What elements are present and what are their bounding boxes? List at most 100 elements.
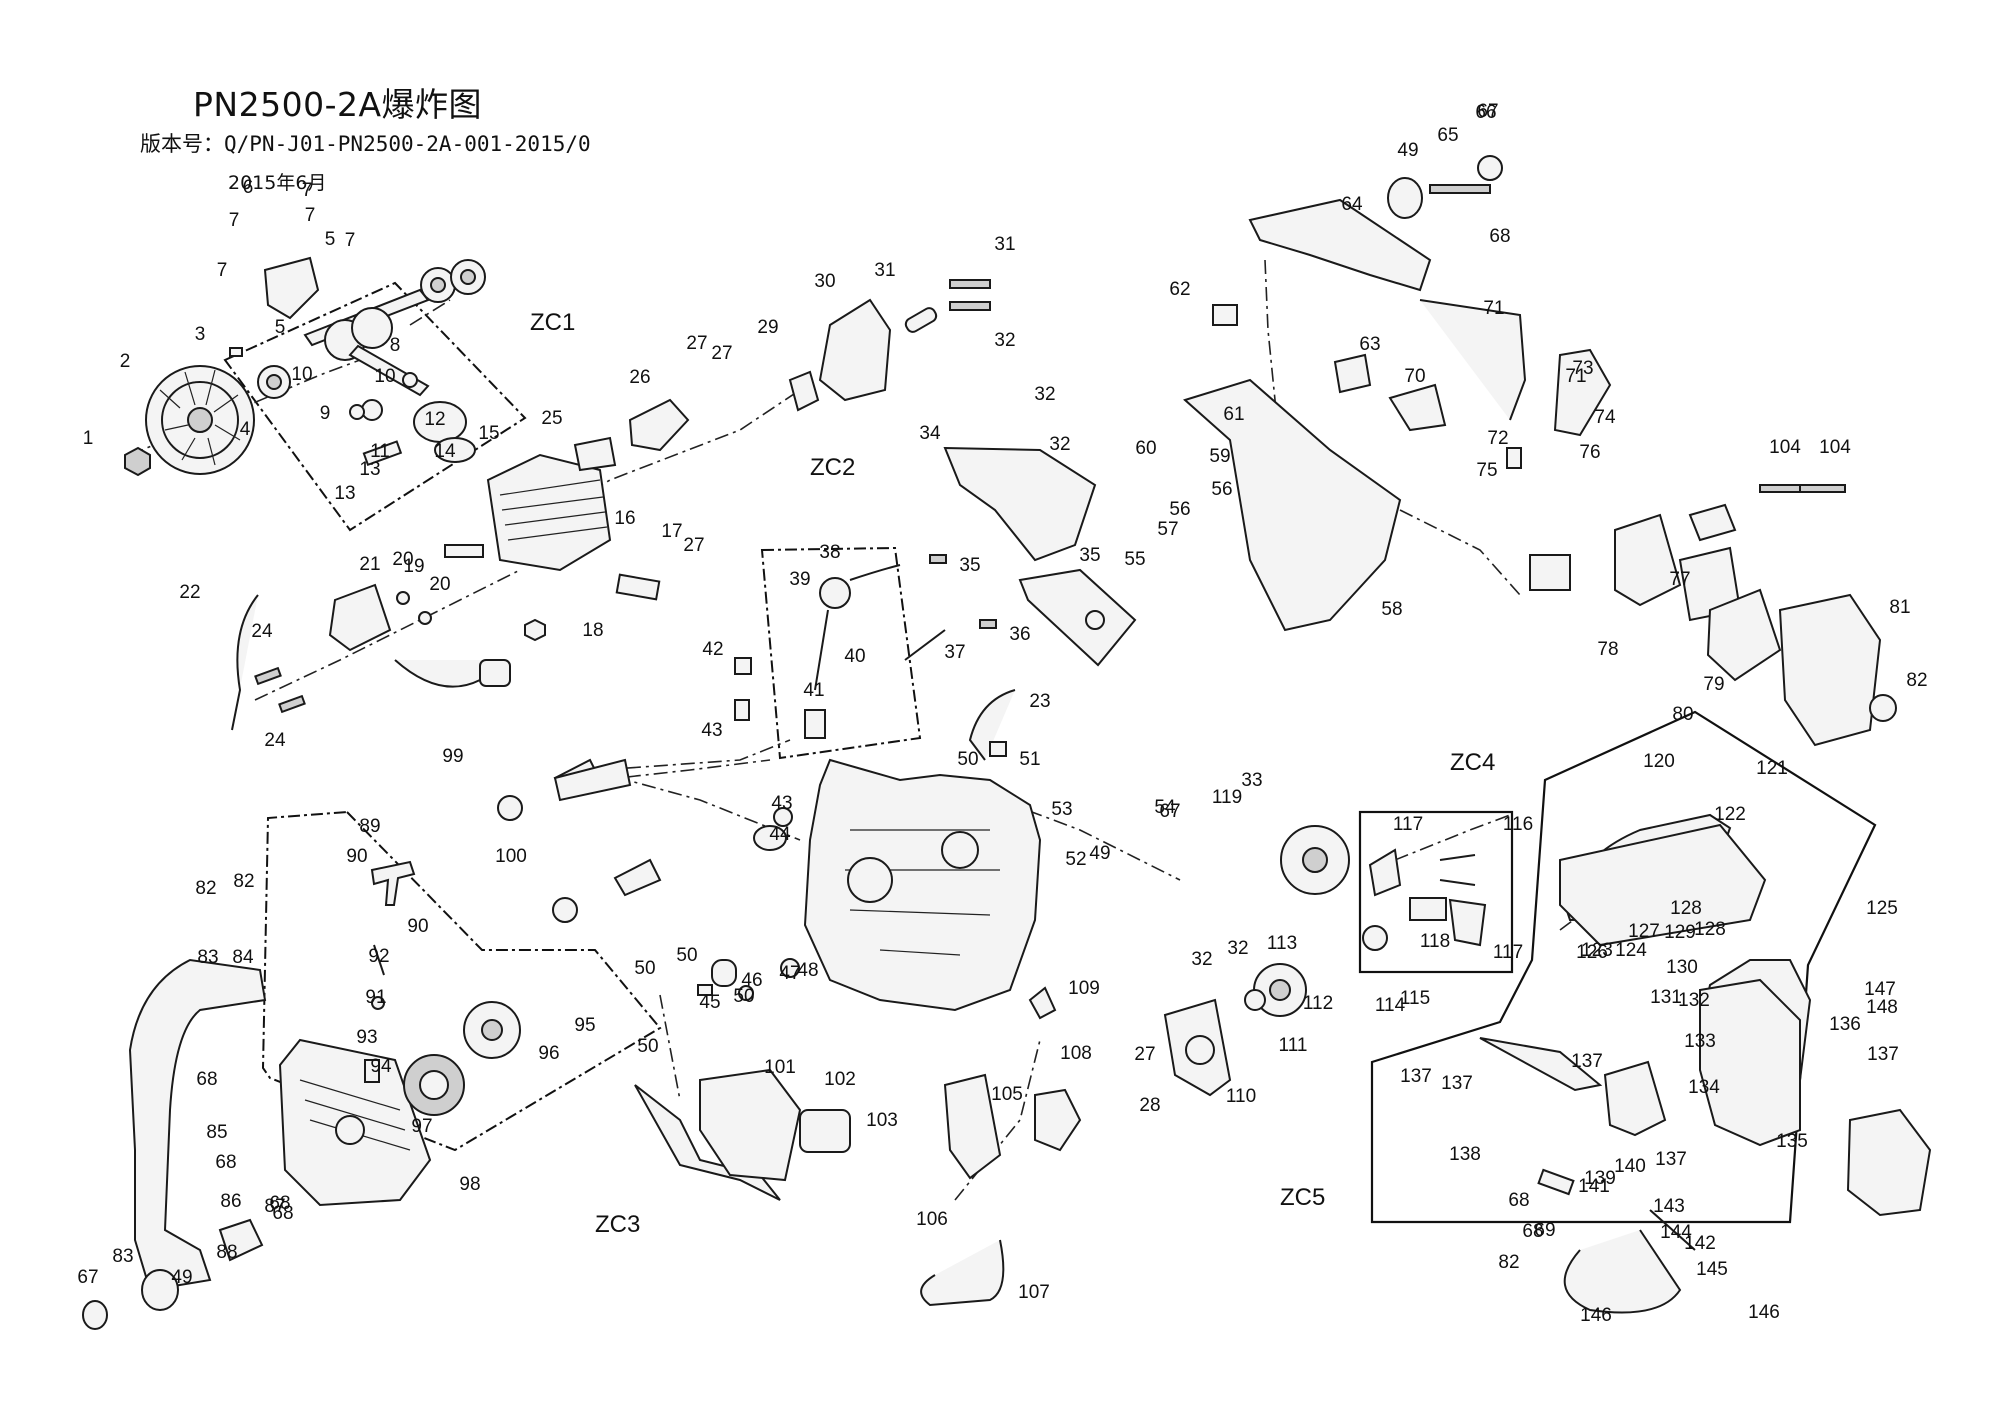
hand-guard	[1559, 823, 1767, 947]
assembly-centerline	[1399, 509, 1521, 596]
part-callout-98: 98	[459, 1174, 480, 1195]
carburetor	[1529, 554, 1571, 591]
clutch-shoe	[1368, 848, 1402, 897]
part-callout-127: 127	[1628, 921, 1660, 942]
throttle-lockout	[1388, 383, 1447, 432]
part-callout-12: 12	[424, 409, 445, 430]
pump-gasket	[943, 1073, 1002, 1180]
part-callout-8: 8	[390, 335, 401, 356]
part-callout-41: 41	[803, 680, 824, 701]
choke-plate	[1688, 503, 1737, 542]
part-callout-107: 107	[1018, 1282, 1050, 1303]
part-callout-7: 7	[305, 205, 316, 226]
part-callout-18: 18	[582, 620, 603, 641]
woodruff-key	[229, 347, 243, 357]
rope-pulley	[463, 1001, 521, 1059]
part-callout-50: 50	[957, 749, 978, 770]
part-callout-46: 46	[741, 970, 762, 991]
part-callout-84: 84	[232, 947, 254, 968]
part-callout-68: 68	[1508, 1190, 1529, 1211]
part-callout-80: 80	[1672, 704, 1693, 725]
bolt	[1429, 184, 1491, 194]
washer	[1244, 989, 1266, 1011]
part-callout-146: 146	[1580, 1305, 1612, 1326]
part-callout-50: 50	[733, 986, 754, 1007]
part-callout-4: 4	[240, 419, 251, 440]
part-callout-63: 63	[1359, 334, 1380, 355]
assembly-label-zc1: ZC1	[530, 309, 575, 336]
piston-ring	[434, 437, 476, 463]
part-callout-25: 25	[541, 408, 562, 429]
clutch-shoe	[1448, 898, 1487, 947]
part-callout-47: 47	[779, 963, 800, 984]
part-callout-61: 61	[1223, 404, 1244, 425]
part-callout-16: 16	[614, 508, 635, 529]
grommet	[734, 657, 752, 675]
part-callout-26: 26	[629, 367, 650, 388]
assembly-centerline	[1264, 259, 1331, 561]
part-callout-72: 72	[1487, 428, 1508, 449]
chain-tensioner	[1846, 1108, 1932, 1217]
part-callout-31: 31	[874, 260, 895, 281]
part-callout-27: 27	[1134, 1044, 1155, 1065]
part-callout-68: 68	[1489, 226, 1510, 247]
screws	[254, 666, 306, 714]
part-callout-27: 27	[686, 333, 707, 354]
part-callout-45: 45	[699, 992, 720, 1013]
assembly-centerline	[659, 994, 681, 1101]
part-callout-90: 90	[407, 916, 428, 937]
crankcase	[803, 758, 1042, 1012]
cover-plate	[263, 256, 320, 320]
brake-lever	[1537, 1168, 1575, 1196]
vent-valves	[929, 554, 997, 629]
part-callout-87: 87	[264, 1196, 285, 1217]
plug	[738, 985, 754, 1001]
part-callout-35: 35	[959, 555, 980, 576]
part-callout-94: 94	[370, 1056, 392, 1077]
muffler-plate	[788, 370, 820, 412]
assembly-label-zc2: ZC2	[810, 454, 855, 481]
sprocket-cover	[699, 1068, 802, 1182]
part-callout-137: 137	[1655, 1149, 1687, 1170]
part-callout-7: 7	[302, 180, 313, 201]
part-callout-81: 81	[1889, 597, 1910, 618]
part-callout-32: 32	[994, 330, 1015, 351]
part-callout-82: 82	[1498, 1252, 1519, 1273]
part-callout-138: 138	[1449, 1144, 1481, 1165]
part-callout-112: 112	[1303, 993, 1333, 1014]
part-callout-30: 30	[814, 271, 835, 292]
throttle-rod	[1419, 299, 1527, 421]
part-callout-69: 69	[1534, 1220, 1555, 1241]
part-callout-32: 32	[1034, 384, 1055, 405]
part-callout-95: 95	[574, 1015, 595, 1036]
part-callout-2: 2	[120, 351, 131, 372]
part-callout-83: 83	[197, 947, 218, 968]
part-callout-52: 52	[1065, 849, 1086, 870]
part-callout-29: 29	[757, 317, 778, 338]
issue-date: 2015年6月	[228, 172, 327, 194]
part-callout-78: 78	[1597, 639, 1618, 660]
part-callout-31: 31	[994, 234, 1015, 255]
part-callout-115: 115	[1400, 988, 1430, 1009]
part-callout-66: 66	[1475, 102, 1496, 123]
brake-spring	[1649, 1209, 1696, 1251]
part-callout-130: 130	[1666, 957, 1698, 978]
part-callout-32: 32	[1191, 949, 1212, 970]
bar-plate	[1479, 1037, 1603, 1092]
part-callout-34: 34	[919, 423, 941, 444]
part-callout-135: 135	[1776, 1131, 1808, 1152]
part-callout-64: 64	[1341, 194, 1363, 215]
part-callout-49: 49	[1397, 140, 1418, 161]
part-callout-68: 68	[272, 1203, 293, 1224]
part-callout-14: 14	[434, 441, 456, 462]
zc4-frame	[1358, 810, 1514, 974]
part-callout-39: 39	[789, 569, 810, 590]
part-callout-123: 123	[1581, 940, 1613, 961]
oil-pump	[1034, 1088, 1082, 1152]
part-callout-67: 67	[1159, 801, 1180, 822]
part-callout-82: 82	[1906, 670, 1927, 691]
part-callout-143: 143	[1653, 1196, 1685, 1217]
rope-guide	[364, 996, 385, 1083]
part-callout-13: 13	[359, 459, 380, 480]
part-callout-137: 137	[1571, 1051, 1603, 1072]
